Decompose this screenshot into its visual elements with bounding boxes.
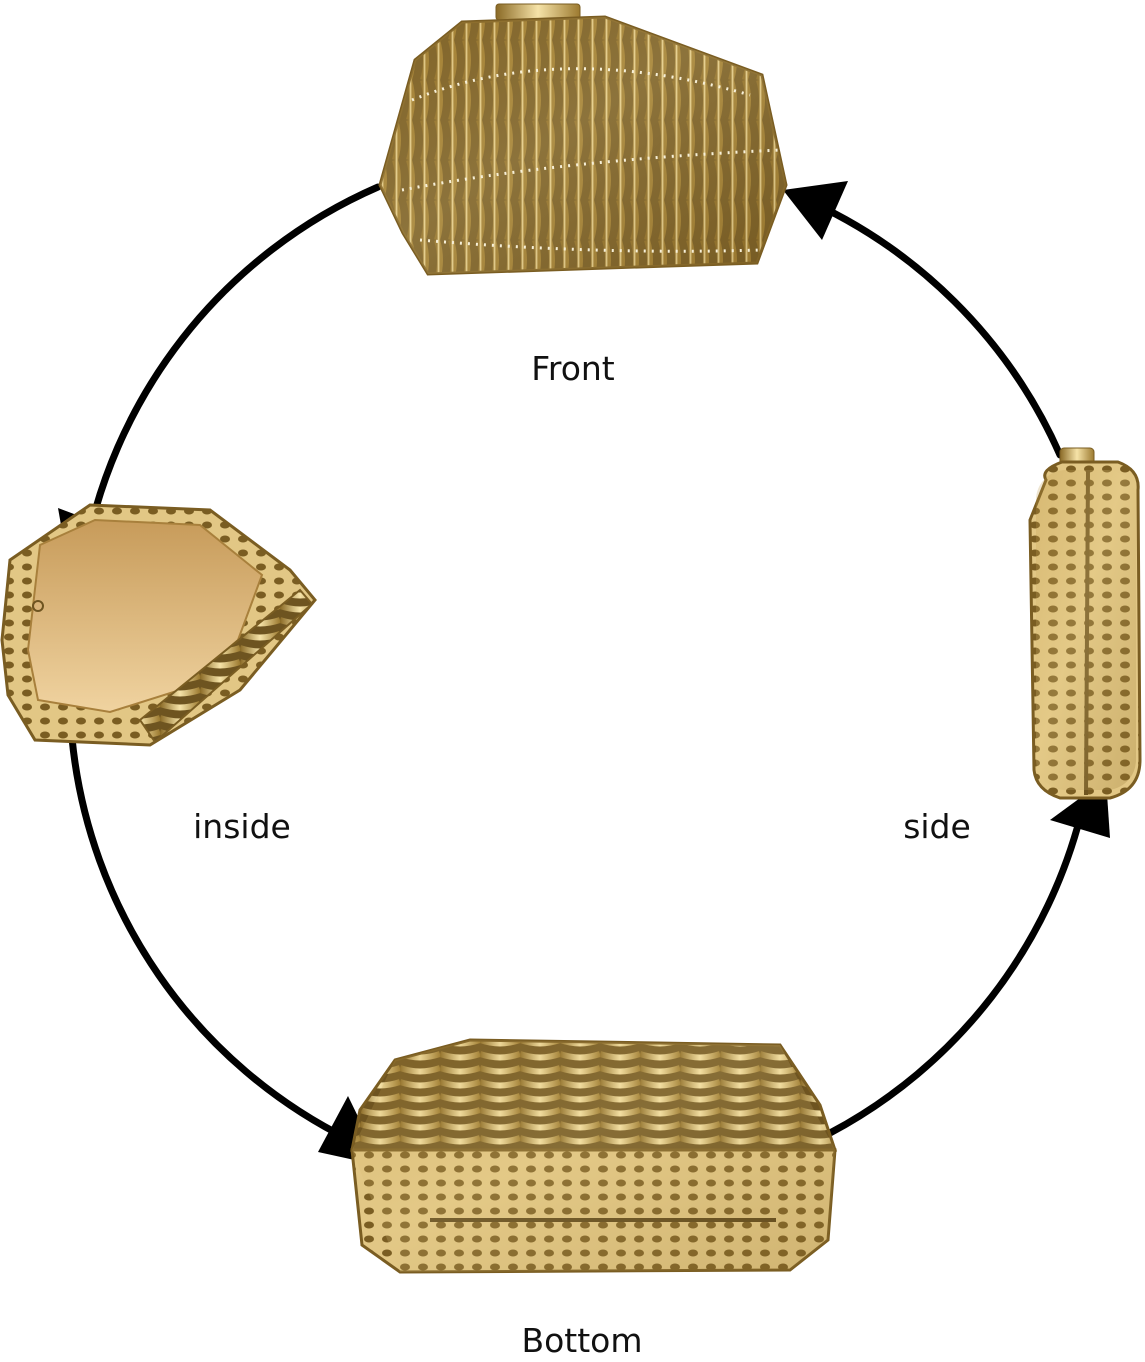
label-inside: inside: [193, 807, 291, 846]
side-sheen: [1036, 470, 1136, 790]
front-clutch-sheen: [380, 17, 786, 274]
front-rhinestone-line-3: [419, 238, 761, 253]
arc-side-to-front: [796, 193, 1064, 459]
arc-inside-to-bottom: [68, 734, 354, 1144]
label-front: Front: [531, 349, 615, 388]
label-bottom: Bottom: [521, 1321, 642, 1360]
inside-chain-ring-icon: [32, 600, 44, 612]
arrowhead-top-icon: [783, 181, 848, 240]
front-view-image: [378, 3, 788, 276]
bottom-sheen: [352, 1040, 835, 1272]
arc-bottom-to-side: [826, 802, 1087, 1137]
inside-view-image: [0, 503, 317, 747]
bottom-view-image: [350, 1038, 838, 1274]
arc-front-to-inside: [79, 183, 382, 569]
inside-lid-rim: [138, 588, 314, 744]
cycle-arrows: [68, 183, 1087, 1144]
label-side: side: [903, 807, 971, 846]
side-view-image: [1028, 447, 1142, 800]
